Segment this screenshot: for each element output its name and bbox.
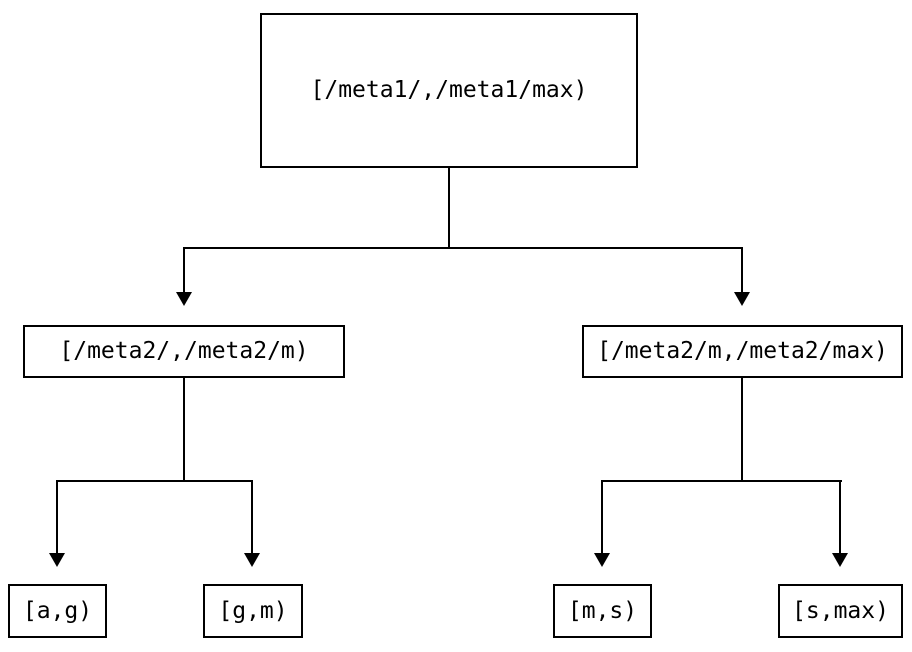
arrow-down-icon xyxy=(734,292,750,306)
edge-root-stem-line xyxy=(448,168,450,249)
node-meta1-range-label: [/meta1/,/meta1/max) xyxy=(310,77,588,103)
leaf-s-max-range-label: [s,max) xyxy=(792,597,889,624)
edge-left-right-drop-line xyxy=(251,480,253,554)
arrow-down-icon xyxy=(832,553,848,567)
leaf-m-s-range: [m,s) xyxy=(553,584,652,638)
leaf-a-g-range-label: [a,g) xyxy=(22,597,93,624)
node-meta1-range: [/meta1/,/meta1/max) xyxy=(260,13,638,168)
edge-right-stem-line xyxy=(741,378,743,482)
arrow-down-icon xyxy=(176,292,192,306)
edge-root-horizontal-line xyxy=(183,247,743,249)
leaf-g-m-range-label: [g,m) xyxy=(218,597,288,624)
edge-left-stem-line xyxy=(183,378,185,482)
node-meta2-upper-range-label: [/meta2/m,/meta2/max) xyxy=(597,338,888,364)
leaf-a-g-range: [a,g) xyxy=(8,584,107,638)
node-meta2-lower-range: [/meta2/,/meta2/m) xyxy=(23,325,345,378)
arrow-down-icon xyxy=(244,553,260,567)
leaf-m-s-range-label: [m,s) xyxy=(567,597,638,624)
arrow-down-icon xyxy=(594,553,610,567)
node-meta2-lower-range-label: [/meta2/,/meta2/m) xyxy=(59,338,309,364)
edge-right-right-drop-line xyxy=(839,480,841,554)
node-meta2-upper-range: [/meta2/m,/meta2/max) xyxy=(582,325,903,378)
edge-right-left-drop-line xyxy=(601,480,603,554)
edge-root-right-drop-line xyxy=(741,247,743,293)
leaf-g-m-range: [g,m) xyxy=(203,584,303,638)
arrow-down-icon xyxy=(49,553,65,567)
edge-right-horizontal-line xyxy=(601,480,842,482)
leaf-s-max-range: [s,max) xyxy=(778,584,903,638)
edge-left-horizontal-line xyxy=(56,480,253,482)
edge-left-left-drop-line xyxy=(56,480,58,554)
edge-root-left-drop-line xyxy=(183,247,185,293)
